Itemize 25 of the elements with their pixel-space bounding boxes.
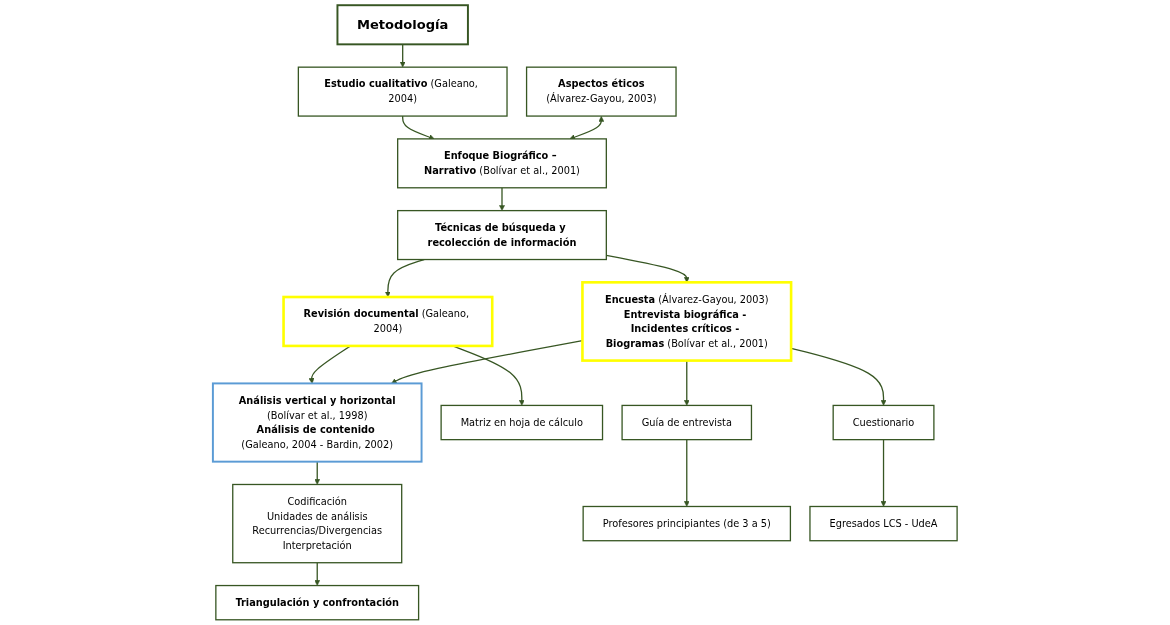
arrow <box>385 258 425 298</box>
arrow <box>683 439 690 507</box>
node-box: Revisión documental (Galeano, 2004) <box>282 295 494 348</box>
arrow <box>314 461 321 485</box>
node-box: Codificación Unidades de análisis Recurrencias/Divergencias Interpretación <box>232 483 403 564</box>
node-box: Análisis vertical y horizontal (Bolívar et al., 1998) Análisis de contenido (Galeano, 2004 - Bardin, 2002) <box>211 382 423 463</box>
node-box: Triangulación y confrontación <box>215 584 420 621</box>
node-box: Encuesta (Álvarez-Gayou, 2003) Entrevista biográfica - Incidentes críticos - Biogramas (Bolívar et al., 2001) <box>581 281 793 362</box>
arrow <box>569 116 605 140</box>
arrow <box>402 115 435 140</box>
node-box: Profesores principiantes (de 3 a 5) <box>582 505 792 542</box>
node-box: Cuestionario <box>832 404 935 441</box>
arrow <box>880 439 887 507</box>
arrow <box>308 345 352 384</box>
node-box: Técnicas de búsqueda y recolección de información <box>397 209 607 261</box>
node-box: Metodología <box>336 4 469 46</box>
node-box: Estudio cualitativo (Galeano, 2004) <box>297 66 508 117</box>
arrow <box>314 562 321 586</box>
arrow <box>499 187 505 211</box>
node-box: Enfoque Biográfico – Narrativo (Bolívar et al., 2001) <box>397 138 607 189</box>
node-box: Egresados LCS - UdeA <box>809 505 958 542</box>
node-box: Guía de entrevista <box>621 404 753 441</box>
node-box: Aspectos éticos (Álvarez-Gayou, 2003) <box>525 66 677 117</box>
arrow <box>399 43 406 68</box>
node-box: Matriz en hoja de cálculo <box>440 404 604 441</box>
